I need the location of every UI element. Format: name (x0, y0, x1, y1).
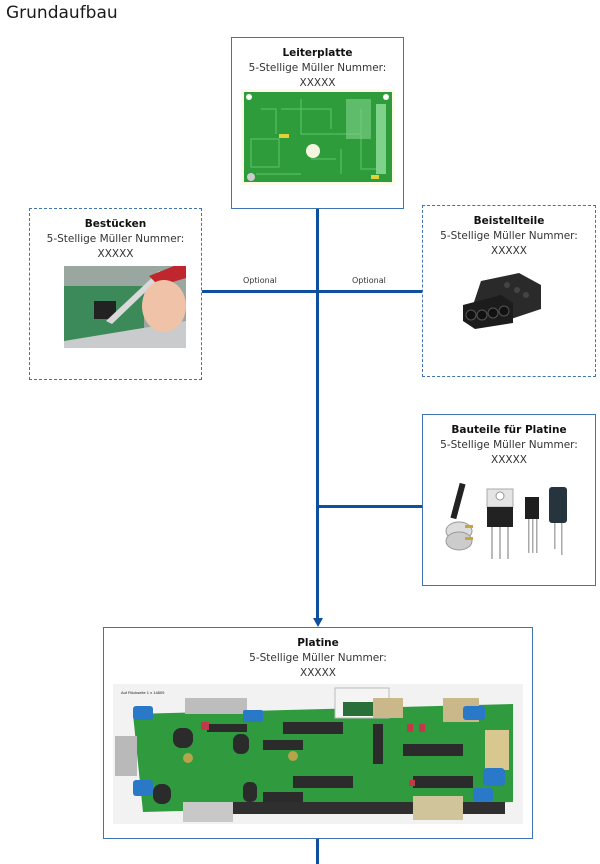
node-name: Bauteile für Platine (451, 424, 567, 436)
node-name: Leiterplatte (282, 47, 353, 59)
bottom-connector (316, 838, 319, 864)
node-number: XXXXX (97, 248, 134, 260)
bauteile-connector (316, 505, 423, 508)
connector-housing-icon (463, 273, 541, 329)
node-number: XXXXX (491, 245, 527, 257)
optional-horizontal-connector (202, 290, 423, 293)
node-subtitle: 5-Stellige Müller Nummer: (440, 439, 578, 451)
node-subtitle: 5-Stellige Müller Nummer: (248, 62, 387, 74)
optional-label-right: Optional (352, 276, 386, 285)
node-name: Bestücken (84, 218, 147, 230)
page-title: Grundaufbau (6, 3, 118, 23)
node-leiterplatte[interactable]: Leiterplatte 5-Stellige Müller Nummer: X… (231, 37, 404, 209)
node-subtitle: 5-Stellige Müller Nummer: (440, 230, 578, 242)
tweezers-assembly-icon (64, 266, 186, 348)
node-bestuecken[interactable]: Bestücken 5-Stellige Müller Nummer: XXXX… (29, 208, 202, 380)
node-beistellteile[interactable]: Beistellteile 5-Stellige Müller Nummer: … (422, 205, 596, 377)
pcb-bare-icon (241, 89, 395, 185)
components-icon (445, 482, 567, 559)
node-number: XXXXX (299, 77, 336, 89)
node-subtitle: 5-Stellige Müller Nummer: (249, 652, 387, 664)
node-number: XXXXX (491, 454, 527, 466)
node-number: XXXXX (300, 667, 336, 679)
node-subtitle: 5-Stellige Müller Nummer: (46, 233, 185, 245)
svg-text:Auf Rückseite 1 x 14809: Auf Rückseite 1 x 14809 (121, 690, 165, 695)
optional-label-left: Optional (243, 276, 277, 285)
node-bauteile[interactable]: Bauteile für Platine 5-Stellige Müller N… (422, 414, 596, 586)
node-name: Platine (297, 637, 339, 649)
arrow-head-icon (312, 618, 323, 627)
main-vertical-connector (316, 208, 319, 619)
node-platine[interactable]: Platine 5-Stellige Müller Nummer: XXXXX (103, 627, 533, 839)
pcb-assembled-icon: Auf Rückseite 1 x 14809 (113, 684, 523, 824)
node-name: Beistellteile (473, 215, 545, 227)
